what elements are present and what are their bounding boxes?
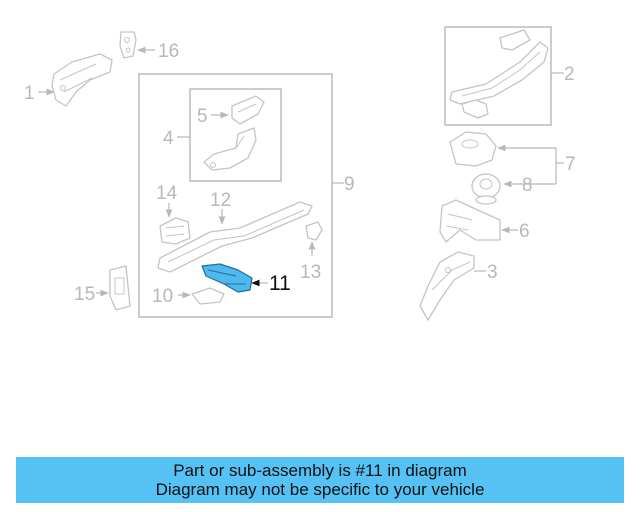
group-box-2: [444, 26, 552, 126]
callout-5: 5: [197, 106, 208, 127]
part-11-highlighted[interactable]: [201, 263, 253, 293]
banner-line-2: Diagram may not be specific to your vehi…: [155, 480, 485, 499]
callout-11: 11: [269, 272, 291, 295]
callout-14: 14: [156, 183, 178, 204]
callout-9: 9: [344, 174, 355, 195]
part-3-panel[interactable]: [419, 251, 475, 321]
callout-13: 13: [300, 262, 321, 283]
callout-4: 4: [163, 128, 174, 149]
part-13-bracket[interactable]: [305, 221, 323, 241]
callout-15: 15: [74, 284, 95, 305]
part-7-shock-tower[interactable]: [449, 131, 497, 167]
callout-7: 7: [565, 154, 576, 175]
part-6-wheelhouse[interactable]: [439, 199, 501, 243]
banner-line-1: Part or sub-assembly is #11 in diagram: [173, 461, 467, 480]
callout-12: 12: [210, 190, 231, 211]
callout-1: 1: [24, 83, 35, 104]
group-box-9: [138, 73, 333, 318]
part-5-bracket[interactable]: [231, 95, 265, 125]
callout-6: 6: [519, 221, 530, 242]
part-4-reinforcement[interactable]: [203, 127, 257, 171]
callout-8: 8: [522, 175, 533, 196]
part-1-apron[interactable]: [51, 53, 113, 107]
part-2-rail-assembly[interactable]: [449, 29, 549, 119]
callout-16: 16: [158, 41, 179, 62]
info-banner: Part or sub-assembly is #11 in diagram D…: [16, 457, 624, 503]
part-15-plate[interactable]: [109, 265, 131, 311]
callout-2: 2: [564, 64, 575, 85]
part-8-mount[interactable]: [471, 173, 501, 205]
part-12-side-rail[interactable]: [157, 201, 313, 273]
part-16-bracket[interactable]: [119, 31, 137, 59]
part-14-mount[interactable]: [159, 217, 191, 245]
group-box-4: [189, 88, 282, 182]
callout-3: 3: [487, 262, 498, 283]
callout-10: 10: [152, 286, 173, 307]
part-10-plate[interactable]: [191, 287, 225, 305]
